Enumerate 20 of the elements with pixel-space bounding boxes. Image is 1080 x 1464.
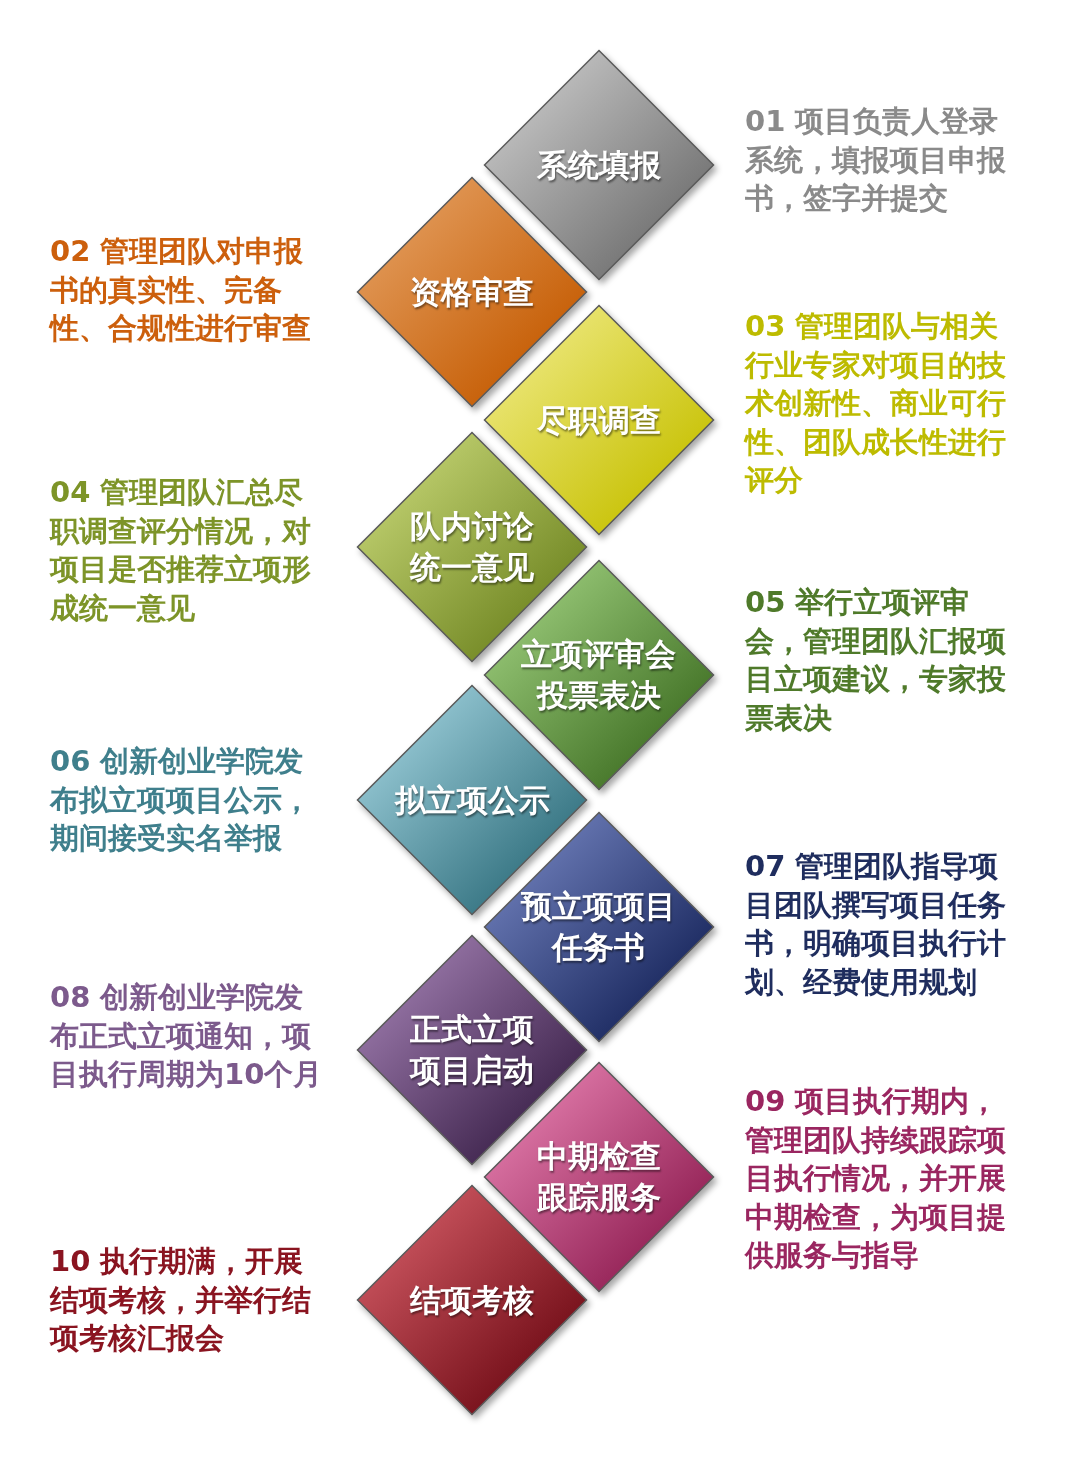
step-description: 10 执行期满，开展结项考核，并举行结项考核汇报会 (50, 1243, 312, 1358)
step-label: 尽职调查 (537, 400, 661, 440)
step-label: 预立项项目任务书 (519, 887, 678, 967)
step-description: 02 管理团队对申报书的真实性、完备性、合规性进行审查 (50, 233, 312, 348)
step-label: 队内讨论统一意见 (408, 507, 535, 587)
step-description: 06 创新创业学院发布拟立项项目公示，期间接受实名举报 (50, 743, 312, 858)
step-description: 07 管理团队指导项目团队撰写项目任务书，明确项目执行计划、经费使用规划 (745, 848, 1007, 1001)
step-label: 系统填报 (537, 145, 661, 185)
step-label: 拟立项公示 (394, 780, 550, 820)
step-description: 09 项目执行期内，管理团队持续跟踪项目执行情况，并开展中期检查，为项目提供服务与指导 (745, 1082, 1007, 1274)
step-label: 资格审查 (410, 272, 534, 312)
step-label: 正式立项项目启动 (408, 1010, 535, 1090)
step-label: 结项考核 (410, 1280, 534, 1320)
step-description: 05 举行立项评审会，管理团队汇报项目立项建议，专家投票表决 (745, 584, 1007, 737)
step-label: 立项评审会投票表决 (520, 635, 678, 715)
step-description: 08 创新创业学院发布正式立项通知，项目执行周期为10个月 (50, 979, 324, 1094)
step-description: 01 项目负责人登录系统，填报项目申报书，签字并提交 (745, 103, 1007, 218)
step-description: 04 管理团队汇总尽职调查评分情况，对项目是否推荐立项形成统一意见 (50, 474, 312, 627)
step-label: 中期检查跟踪服务 (536, 1137, 662, 1217)
step-description: 03 管理团队与相关行业专家对项目的技术创新性、商业可行性、团队成长性进行评分 (745, 307, 1007, 499)
